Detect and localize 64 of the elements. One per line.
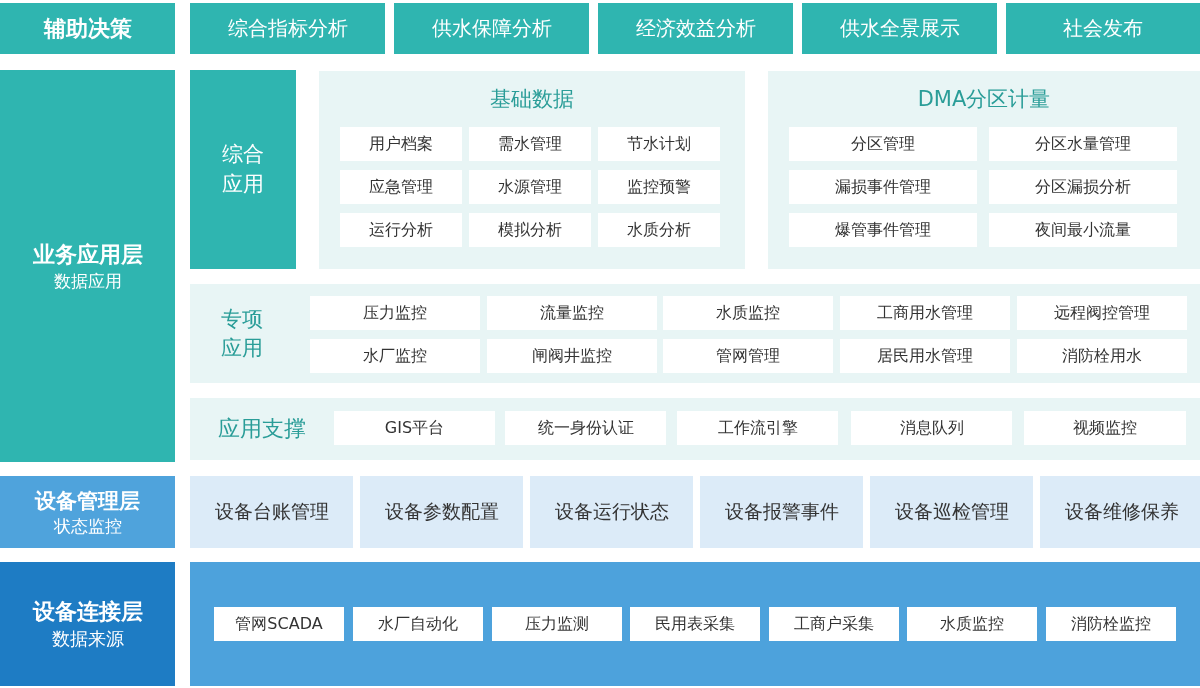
feature-tile: 水质分析	[598, 213, 720, 247]
feature-tile: 流量监控	[487, 296, 657, 330]
layer-subtitle: 状态监控	[53, 514, 122, 538]
layer-band	[190, 562, 1200, 686]
function-tile: 设备台账管理	[190, 476, 353, 548]
feature-tile: 水厂监控	[310, 339, 480, 373]
panel-title: DMA分区计量	[916, 86, 1052, 113]
layer-box	[0, 562, 175, 686]
source-tile: 管网SCADA	[214, 607, 344, 641]
module-tile: 社会发布	[1006, 3, 1200, 54]
source-tile: 消防栓监控	[1046, 607, 1176, 641]
layer-title: 设备管理层	[35, 487, 140, 515]
function-tile: 设备运行状态	[530, 476, 693, 548]
layer-subtitle: 数据来源	[51, 627, 124, 651]
feature-tile: 压力监控	[310, 296, 480, 330]
feature-tile: 闸阀井监控	[487, 339, 657, 373]
feature-tile: 应急管理	[340, 170, 462, 204]
source-tile: 民用表采集	[630, 607, 760, 641]
feature-tile: 分区漏损分析	[989, 170, 1177, 204]
layer-box	[0, 70, 175, 462]
source-tile: 水厂自动化	[353, 607, 483, 641]
layer-title: 设备连接层	[32, 598, 143, 626]
feature-tile: 分区水量管理	[989, 127, 1177, 161]
feature-tile: 统一身份认证	[505, 411, 666, 445]
feature-tile: 工商用水管理	[840, 296, 1010, 330]
function-tile: 设备维修保养	[1040, 476, 1200, 548]
feature-tile: 夜间最小流量	[989, 213, 1177, 247]
module-tile: 供水保障分析	[394, 3, 589, 54]
feature-tile: GIS平台	[334, 411, 495, 445]
source-tile: 压力监测	[492, 607, 622, 641]
panel-title: 应用支撑	[217, 414, 307, 443]
feature-tile: 模拟分析	[469, 213, 591, 247]
source-tile: 水质监控	[907, 607, 1037, 641]
feature-tile: 水源管理	[469, 170, 591, 204]
feature-tile: 用户档案	[340, 127, 462, 161]
module-tile: 经济效益分析	[598, 3, 793, 54]
feature-tile: 需水管理	[469, 127, 591, 161]
feature-tile: 水质监控	[663, 296, 833, 330]
feature-tile: 远程阀控管理	[1017, 296, 1187, 330]
function-tile: 设备巡检管理	[870, 476, 1033, 548]
feature-tile: 运行分析	[340, 213, 462, 247]
module-tile: 综合指标分析	[190, 3, 385, 54]
feature-tile: 监控预警	[598, 170, 720, 204]
feature-tile: 居民用水管理	[840, 339, 1010, 373]
feature-tile: 漏损事件管理	[789, 170, 977, 204]
source-tile: 工商户采集	[769, 607, 899, 641]
feature-tile: 爆管事件管理	[789, 213, 977, 247]
feature-tile: 节水计划	[598, 127, 720, 161]
feature-tile: 消防栓用水	[1017, 339, 1187, 373]
feature-tile: 管网管理	[663, 339, 833, 373]
layer-title: 业务应用层	[32, 240, 143, 269]
category-box: 综合应用	[190, 70, 296, 269]
layer-label: 辅助决策	[0, 3, 175, 54]
feature-tile: 消息队列	[851, 411, 1012, 445]
panel-title: 专项应用	[220, 305, 264, 362]
feature-tile: 分区管理	[789, 127, 977, 161]
layer-subtitle: 数据应用	[53, 269, 122, 293]
panel-title: 基础数据	[489, 86, 575, 113]
module-tile: 供水全景展示	[802, 3, 997, 54]
layer-box	[0, 476, 175, 548]
feature-tile: 视频监控	[1024, 411, 1186, 445]
feature-tile: 工作流引擎	[677, 411, 838, 445]
function-tile: 设备报警事件	[700, 476, 863, 548]
function-tile: 设备参数配置	[360, 476, 523, 548]
